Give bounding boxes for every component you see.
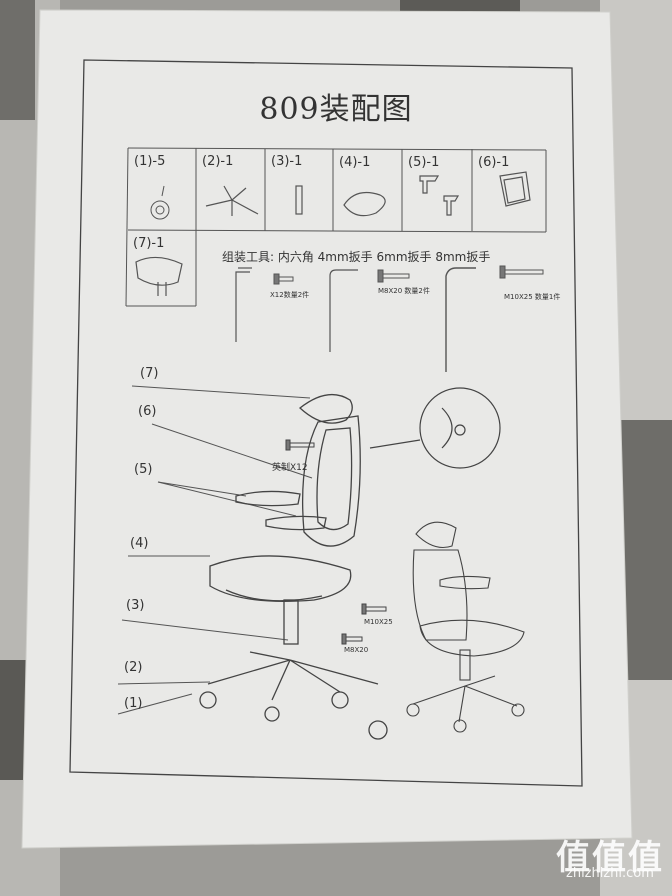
callout-5: (5) — [134, 462, 153, 477]
screw-spec-3: M10X25 数量1件 — [504, 293, 561, 301]
callout-7: (7) — [140, 366, 159, 381]
screw-spec-2: M8X20 数量2件 — [378, 287, 430, 295]
hex-key-8mm-icon — [445, 267, 476, 372]
assembled-chair-drawing — [406, 521, 525, 733]
screw-label-m8: M8X20 — [344, 646, 369, 654]
part-label-2: (2)-1 — [202, 154, 234, 169]
part-label-6: (6)-1 — [478, 155, 510, 170]
callout-6: (6) — [138, 404, 157, 419]
parts-table — [125, 147, 547, 307]
headrest-icon — [135, 256, 183, 296]
hex-key-6mm-icon — [329, 269, 358, 352]
base-icon — [205, 185, 259, 216]
gas-lift-icon — [295, 185, 303, 215]
caster-icon — [150, 185, 170, 220]
callout-2: (2) — [124, 660, 143, 675]
screw-label-m10: M10X25 — [364, 618, 393, 626]
callout-4: (4) — [130, 536, 149, 551]
backrest-icon — [499, 171, 531, 207]
part-label-1: (1)-5 — [134, 154, 166, 169]
detail-zoom-circle — [369, 387, 501, 469]
tools-instruction: 组装工具: 内六角 4mm扳手 6mm扳手 8mm扳手 — [222, 250, 491, 264]
armrest-icon — [419, 175, 460, 216]
document-title: 809装配图 — [259, 92, 413, 127]
screw-spec-1: X12数量2件 — [270, 291, 310, 299]
hex-key-4mm-icon — [235, 267, 252, 342]
part-label-3: (3)-1 — [271, 154, 303, 169]
part-label-7: (7)-1 — [133, 236, 165, 251]
callout-leaders — [117, 385, 313, 715]
callout-3: (3) — [126, 598, 145, 613]
screw-label-imperial: 英制X12 — [272, 463, 308, 473]
screw-icon — [273, 265, 544, 285]
callout-1: (1) — [124, 696, 143, 711]
screw-callout-icon — [285, 439, 387, 645]
watermark-site: zhizhizhi.com — [566, 866, 654, 881]
seat-icon — [343, 192, 386, 217]
part-label-5: (5)-1 — [408, 155, 440, 170]
part-label-4: (4)-1 — [339, 155, 371, 170]
watermark-logo: 值值值 — [556, 838, 664, 878]
main-chair-drawing — [199, 393, 388, 740]
